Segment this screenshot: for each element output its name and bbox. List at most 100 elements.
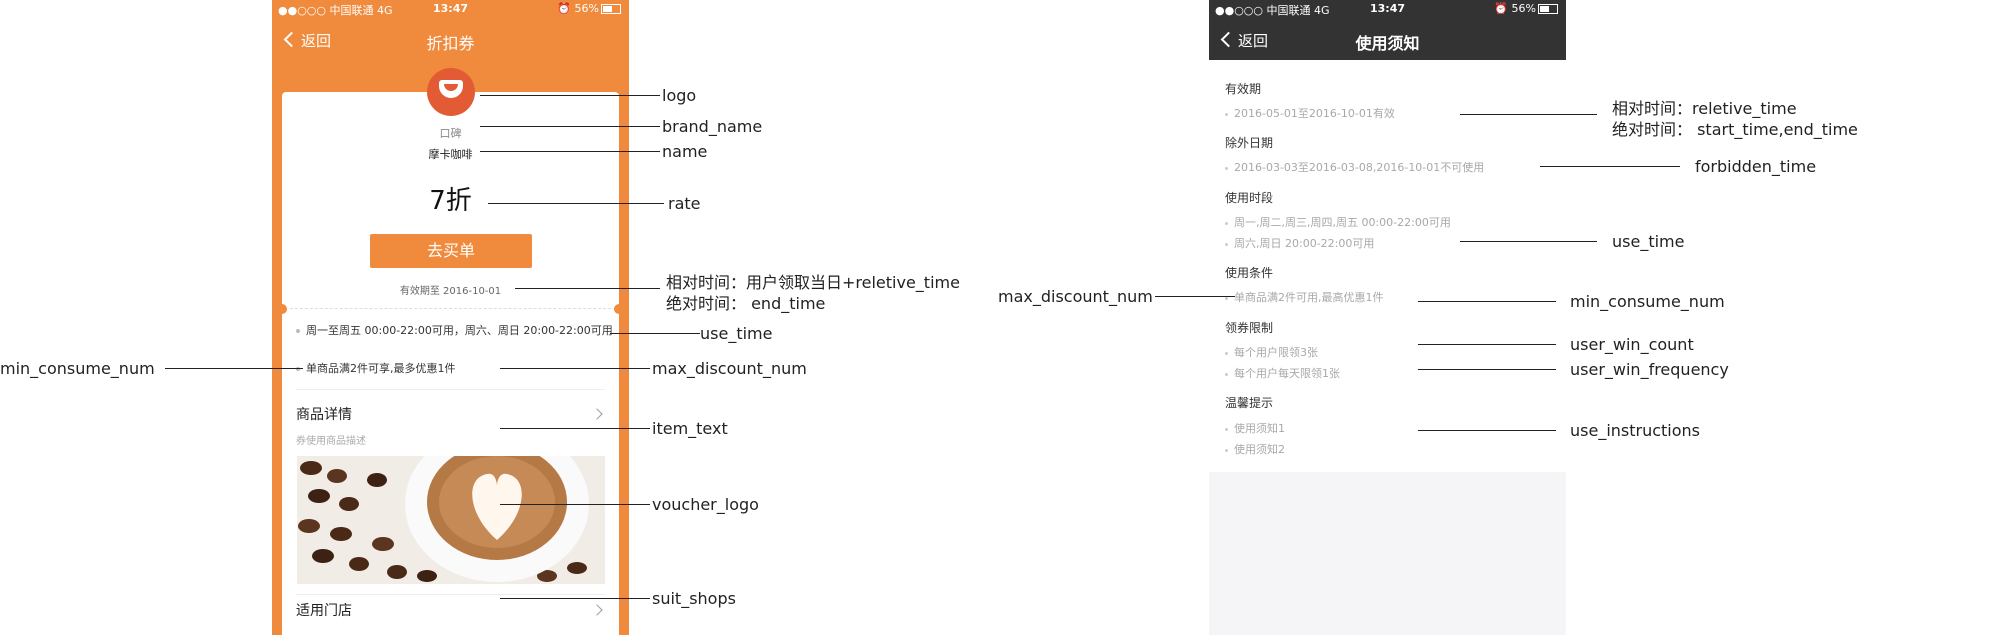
notice-list: 有效期 2016-05-01至2016-10-01有效 除外日期 2016-03…: [1209, 60, 1566, 472]
back-button[interactable]: 返回: [1220, 30, 1269, 51]
annotation-line: [480, 126, 660, 127]
voucher-image: [297, 456, 605, 584]
annotation-brand-name: brand_name: [662, 117, 763, 136]
network-text: 4G: [1314, 4, 1330, 17]
annotation-use-time: use_time: [700, 324, 773, 343]
annotation-line: [1540, 166, 1680, 167]
battery-percent: 56%: [1511, 2, 1536, 15]
item-text: 每个用户限领3张: [1234, 346, 1318, 359]
battery-icon: [1538, 4, 1558, 14]
item-text: 每个用户每天限领1张: [1234, 367, 1340, 380]
section-title: 有效期: [1225, 82, 1262, 96]
annotation-line: [610, 333, 700, 334]
clock-text: 13:47: [1369, 2, 1405, 15]
nav-bar: 返回 使用须知: [1209, 18, 1566, 60]
use-time-rule: 周一至周五 00:00-22:00可用，周六、周日 20:00-22:00可用: [296, 324, 614, 337]
annotation-line: [500, 504, 650, 505]
back-button[interactable]: 返回: [283, 30, 331, 51]
list-item: 周六,周日 20:00-22:00可用: [1225, 235, 1374, 251]
section-title: 使用时段: [1225, 191, 1274, 205]
chevron-right-icon: [591, 408, 603, 420]
item-text: 使用须知1: [1234, 422, 1285, 435]
list-item: 2016-03-03至2016-03-08,2016-10-01不可使用: [1225, 159, 1484, 175]
annotation-line: [488, 203, 664, 204]
validity-text: 有效期至 2016-10-01: [399, 286, 502, 297]
annotation-max-discount-right: max_discount_num: [998, 287, 1153, 306]
annotation-relative-time: 相对时间：reletive_time: [1612, 99, 1797, 118]
list-item: 每个用户限领3张: [1225, 344, 1318, 360]
section-title: 领券限制: [1225, 321, 1274, 335]
annotation-voucher-logo: voucher_logo: [652, 495, 759, 514]
max-discount-text: 单商品满2件可享,最多优惠1件: [306, 362, 456, 375]
item-text: 周六,周日 20:00-22:00可用: [1234, 237, 1375, 250]
battery-icon: [601, 4, 621, 14]
list-item: 周一,周二,周三,周四,周五 00:00-22:00可用: [1225, 214, 1451, 230]
coupon-card: 口碑 摩卡咖啡 7折 去买单 有效期至 2016-10-01 周一至周五 00:…: [277, 68, 624, 635]
annotation-line: [1460, 241, 1597, 242]
annotation-line: [1418, 301, 1556, 302]
annotation-line: [500, 368, 650, 369]
annotation-logo: logo: [662, 86, 697, 105]
annotation-rate: rate: [668, 194, 701, 213]
battery-percent: 56%: [574, 2, 599, 15]
item-text: 2016-03-03至2016-03-08,2016-10-01不可使用: [1234, 161, 1485, 174]
buy-button[interactable]: 去买单: [370, 234, 532, 268]
back-label: 返回: [1238, 32, 1269, 50]
coffee-cup-image: [297, 456, 605, 584]
use-time-text: 周一至周五 00:00-22:00可用，周六、周日 20:00-22:00可用: [306, 324, 613, 337]
list-item: 每个用户每天限领1张: [1225, 365, 1340, 381]
brand-name: 口碑: [439, 127, 462, 140]
status-bar: ●●○○○ 中国联通 4G 13:47 ⏰ 56%: [272, 0, 629, 18]
section-title: 除外日期: [1225, 136, 1274, 150]
annotation-min-consume-right: min_consume_num: [1570, 292, 1725, 311]
item-text: 2016-05-01至2016-10-01有效: [1234, 107, 1395, 120]
alarm-icon: ⏰: [557, 2, 572, 15]
annotation-win-frequency: user_win_frequency: [1570, 360, 1729, 379]
status-bar: ●●○○○ 中国联通 4G 13:47 ⏰ 56%: [1209, 0, 1566, 18]
annotation-suit-shops: suit_shops: [652, 589, 736, 608]
page-title: 折扣券: [426, 34, 475, 53]
annotation-line: [1418, 344, 1556, 345]
list-item: 使用须知2: [1225, 441, 1285, 457]
alarm-icon: ⏰: [1494, 2, 1509, 15]
item-detail-row[interactable]: 商品详情: [296, 407, 352, 423]
item-text: 使用须知2: [1234, 443, 1285, 456]
annotation-line: [165, 368, 303, 369]
annotation-line: [500, 598, 650, 599]
annotation-line: [1418, 369, 1556, 370]
annotation-max-discount: max_discount_num: [652, 359, 807, 378]
annotation-instructions: use_instructions: [1570, 421, 1701, 440]
annotation-end-time-relative: 相对时间：用户领取当日+reletive_time: [666, 273, 960, 292]
chevron-right-icon: [591, 604, 603, 616]
annotation-item-text: item_text: [652, 419, 728, 438]
network-text: 4G: [377, 4, 393, 17]
annotation-name: name: [662, 142, 708, 161]
list-item: 单商品满2件可用,最高优惠1件: [1225, 289, 1384, 305]
item-detail-desc: 券使用商品描述: [296, 436, 366, 447]
annotation-win-count: user_win_count: [1570, 335, 1694, 354]
list-item: 使用须知1: [1225, 420, 1285, 436]
carrier-text: ●●○○○ 中国联通: [1215, 4, 1311, 17]
annotation-line: [1155, 296, 1235, 297]
annotation-use-time-right: use_time: [1612, 232, 1685, 251]
annotation-line: [480, 151, 660, 152]
annotation-line: [515, 288, 660, 289]
annotation-forbidden-time: forbidden_time: [1695, 157, 1817, 176]
discount-rate: 7折: [429, 186, 472, 216]
smile-logo-icon: [427, 68, 475, 116]
notice-phone-screen: ●●○○○ 中国联通 4G 13:47 ⏰ 56% 返回 使用须知 有效期 20…: [1209, 0, 1566, 635]
section-title: 使用条件: [1225, 266, 1274, 280]
annotation-line: [1418, 430, 1556, 431]
dashed-divider: [290, 308, 611, 309]
section-title: 温馨提示: [1225, 396, 1274, 410]
max-discount-rule: 单商品满2件可享,最多优惠1件: [296, 360, 456, 376]
annotation-line: [480, 95, 660, 96]
page-title: 使用须知: [1355, 34, 1420, 53]
suit-shops-row[interactable]: 适用门店: [296, 603, 352, 619]
annotation-absolute-time: 绝对时间： start_time,end_time: [1612, 120, 1858, 139]
list-item: 2016-05-01至2016-10-01有效: [1225, 105, 1395, 121]
clock-text: 13:47: [432, 2, 468, 15]
annotation-end-time-absolute: 绝对时间： end_time: [666, 294, 826, 313]
card-notch-left: [277, 304, 287, 314]
nav-bar: 返回 折扣券: [272, 18, 629, 60]
